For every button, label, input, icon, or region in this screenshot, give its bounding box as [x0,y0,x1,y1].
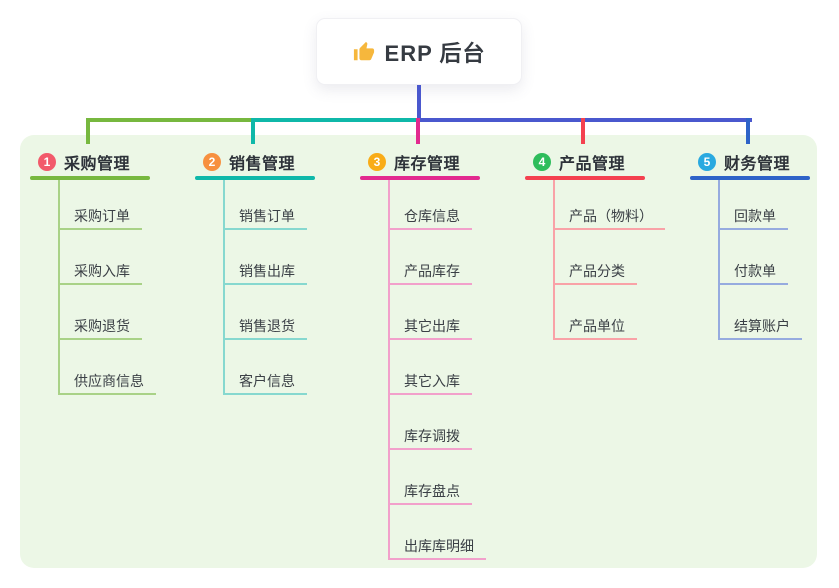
item-node[interactable]: 销售出库 [223,259,307,285]
branch-children-line [388,180,390,560]
item-node[interactable]: 出库库明细 [388,534,486,560]
item-node[interactable]: 供应商信息 [58,369,156,395]
item-node[interactable]: 产品分类 [553,259,637,285]
branch-children-line [223,180,225,395]
connector-trunk-segment-root-right [419,118,752,122]
branch-label: 财务管理 [724,156,791,173]
item-node[interactable]: 采购订单 [58,204,142,230]
branch-underline [360,176,480,180]
branch-label: 库存管理 [394,156,461,173]
branch-node-2[interactable]: 2 销售管理 [203,149,295,175]
branch-badge: 4 [533,153,551,171]
branch-label: 销售管理 [229,156,296,173]
item-node[interactable]: 库存盘点 [388,479,472,505]
branch-children-line [553,180,555,340]
item-node[interactable]: 产品（物料） [553,204,665,230]
branch-node-1[interactable]: 1 采购管理 [38,149,130,175]
branch-badge: 1 [38,153,56,171]
connector-root-drop [417,85,421,122]
branch-label: 采购管理 [64,156,131,173]
item-node[interactable]: 销售退货 [223,314,307,340]
branch-node-5[interactable]: 5 财务管理 [698,149,790,175]
item-node[interactable]: 采购入库 [58,259,142,285]
branch-label: 产品管理 [559,156,626,173]
item-node[interactable]: 结算账户 [718,314,802,340]
root-node[interactable]: ERP 后台 [316,18,522,85]
item-node[interactable]: 产品单位 [553,314,637,340]
connector-drop-branch3 [416,118,420,144]
root-title: ERP 后台 [384,40,486,66]
connector-drop-branch5 [746,118,750,144]
item-node[interactable]: 仓库信息 [388,204,472,230]
branch-children-line [718,180,720,340]
connector-drop-branch2 [251,118,255,144]
connector-trunk-segment-branch2 [253,118,419,122]
connector-drop-branch4 [581,118,585,144]
thumbs-up-icon [353,41,374,60]
branch-badge: 2 [203,153,221,171]
branch-underline [30,176,150,180]
item-node[interactable]: 销售订单 [223,204,307,230]
item-node[interactable]: 客户信息 [223,369,307,395]
branch-children-line [58,180,60,395]
group-panel [20,135,817,568]
item-node[interactable]: 产品库存 [388,259,472,285]
item-node[interactable]: 库存调拨 [388,424,472,450]
branch-node-4[interactable]: 4 产品管理 [533,149,625,175]
branch-badge: 3 [368,153,386,171]
connector-trunk-segment-branch1 [86,118,253,122]
branch-node-3[interactable]: 3 库存管理 [368,149,460,175]
branch-underline [195,176,315,180]
branch-underline [525,176,645,180]
branch-badge: 5 [698,153,716,171]
item-node[interactable]: 其它入库 [388,369,472,395]
branch-underline [690,176,810,180]
item-node[interactable]: 采购退货 [58,314,142,340]
connector-drop-branch1 [86,118,90,144]
item-node[interactable]: 付款单 [718,259,788,285]
item-node[interactable]: 回款单 [718,204,788,230]
item-node[interactable]: 其它出库 [388,314,472,340]
